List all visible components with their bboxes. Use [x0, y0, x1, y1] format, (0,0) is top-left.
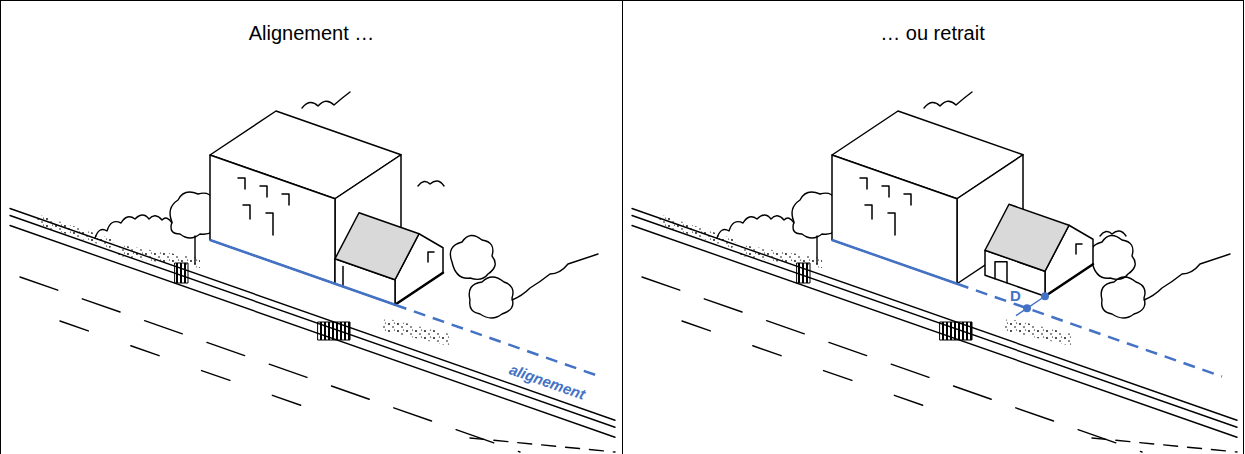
distance-label: D	[1010, 287, 1021, 304]
illustration-panel: Alignement …	[0, 0, 623, 454]
panel-heading: … ou retrait	[622, 22, 1243, 45]
alignment-line	[210, 240, 1222, 377]
house-group	[832, 111, 1093, 296]
dimension-label: alignement	[507, 360, 587, 402]
street-scenery	[10, 92, 615, 452]
house-group	[210, 111, 443, 305]
illustration-panel: … ou retrait	[622, 0, 1244, 454]
panel-heading: Alignement …	[1, 22, 622, 45]
street-scenery	[632, 92, 1237, 452]
